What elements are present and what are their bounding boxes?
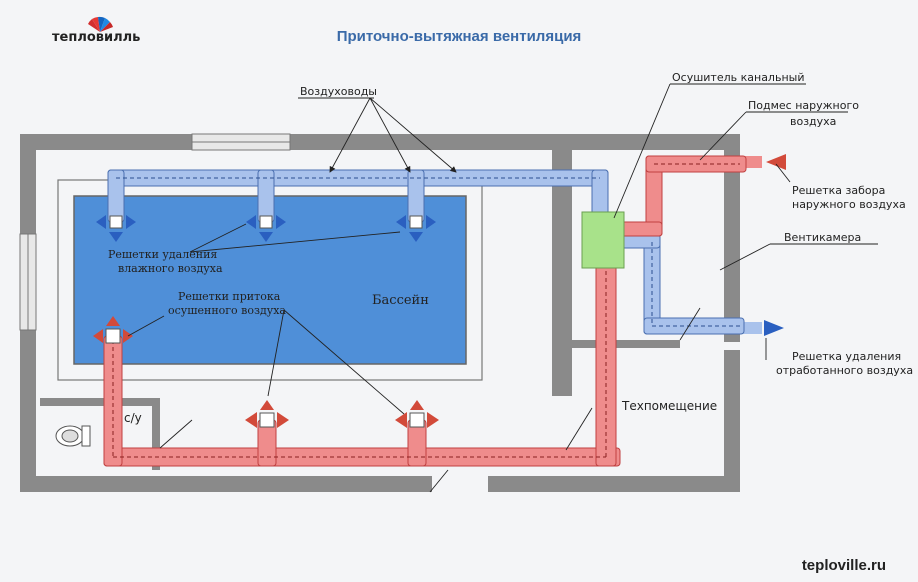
- exhaust-outlet-icon: [764, 320, 784, 336]
- label-humid-removal-1: Решетки удаления: [108, 248, 217, 261]
- brand-logo-icon: [88, 16, 113, 32]
- toilet-icon: [55, 425, 91, 447]
- label-exhaust-grille-2: отработанного воздуха: [776, 364, 913, 377]
- label-dry-supply-1: Решетки притока: [178, 290, 281, 303]
- site-url[interactable]: teploville.ru: [801, 557, 886, 574]
- label-tech-room: Техпомещение: [621, 399, 717, 413]
- label-intake-grille-1: Решетка забора: [792, 184, 885, 197]
- supply-grille: [93, 316, 439, 428]
- page-title: Приточно-вытяжная вентиляция: [336, 28, 582, 45]
- exhaust-grille: [96, 215, 436, 242]
- label-humid-removal-2: влажного воздуха: [118, 262, 223, 275]
- label-intake-grille-2: наружного воздуха: [792, 198, 906, 211]
- intake-grille-icon: [766, 154, 786, 170]
- dehumidifier-unit: [581, 211, 625, 269]
- label-dry-supply-2: осушенного воздуха: [168, 304, 286, 317]
- brand-logo-text: тепловилль: [52, 30, 141, 45]
- label-exhaust-grille-1: Решетка удаления: [792, 350, 901, 363]
- label-vent-chamber: Вентикамера: [784, 231, 861, 244]
- label-wc: с/у: [124, 411, 142, 425]
- label-pool: Бассейн: [372, 293, 429, 308]
- label-outside-supply-2: воздуха: [790, 115, 836, 128]
- walls: [20, 134, 740, 492]
- label-ducts: Воздуховоды: [300, 85, 377, 98]
- label-outside-supply-1: Подмес наружного: [748, 99, 859, 112]
- label-dehumidifier: Осушитель канальный: [672, 71, 804, 84]
